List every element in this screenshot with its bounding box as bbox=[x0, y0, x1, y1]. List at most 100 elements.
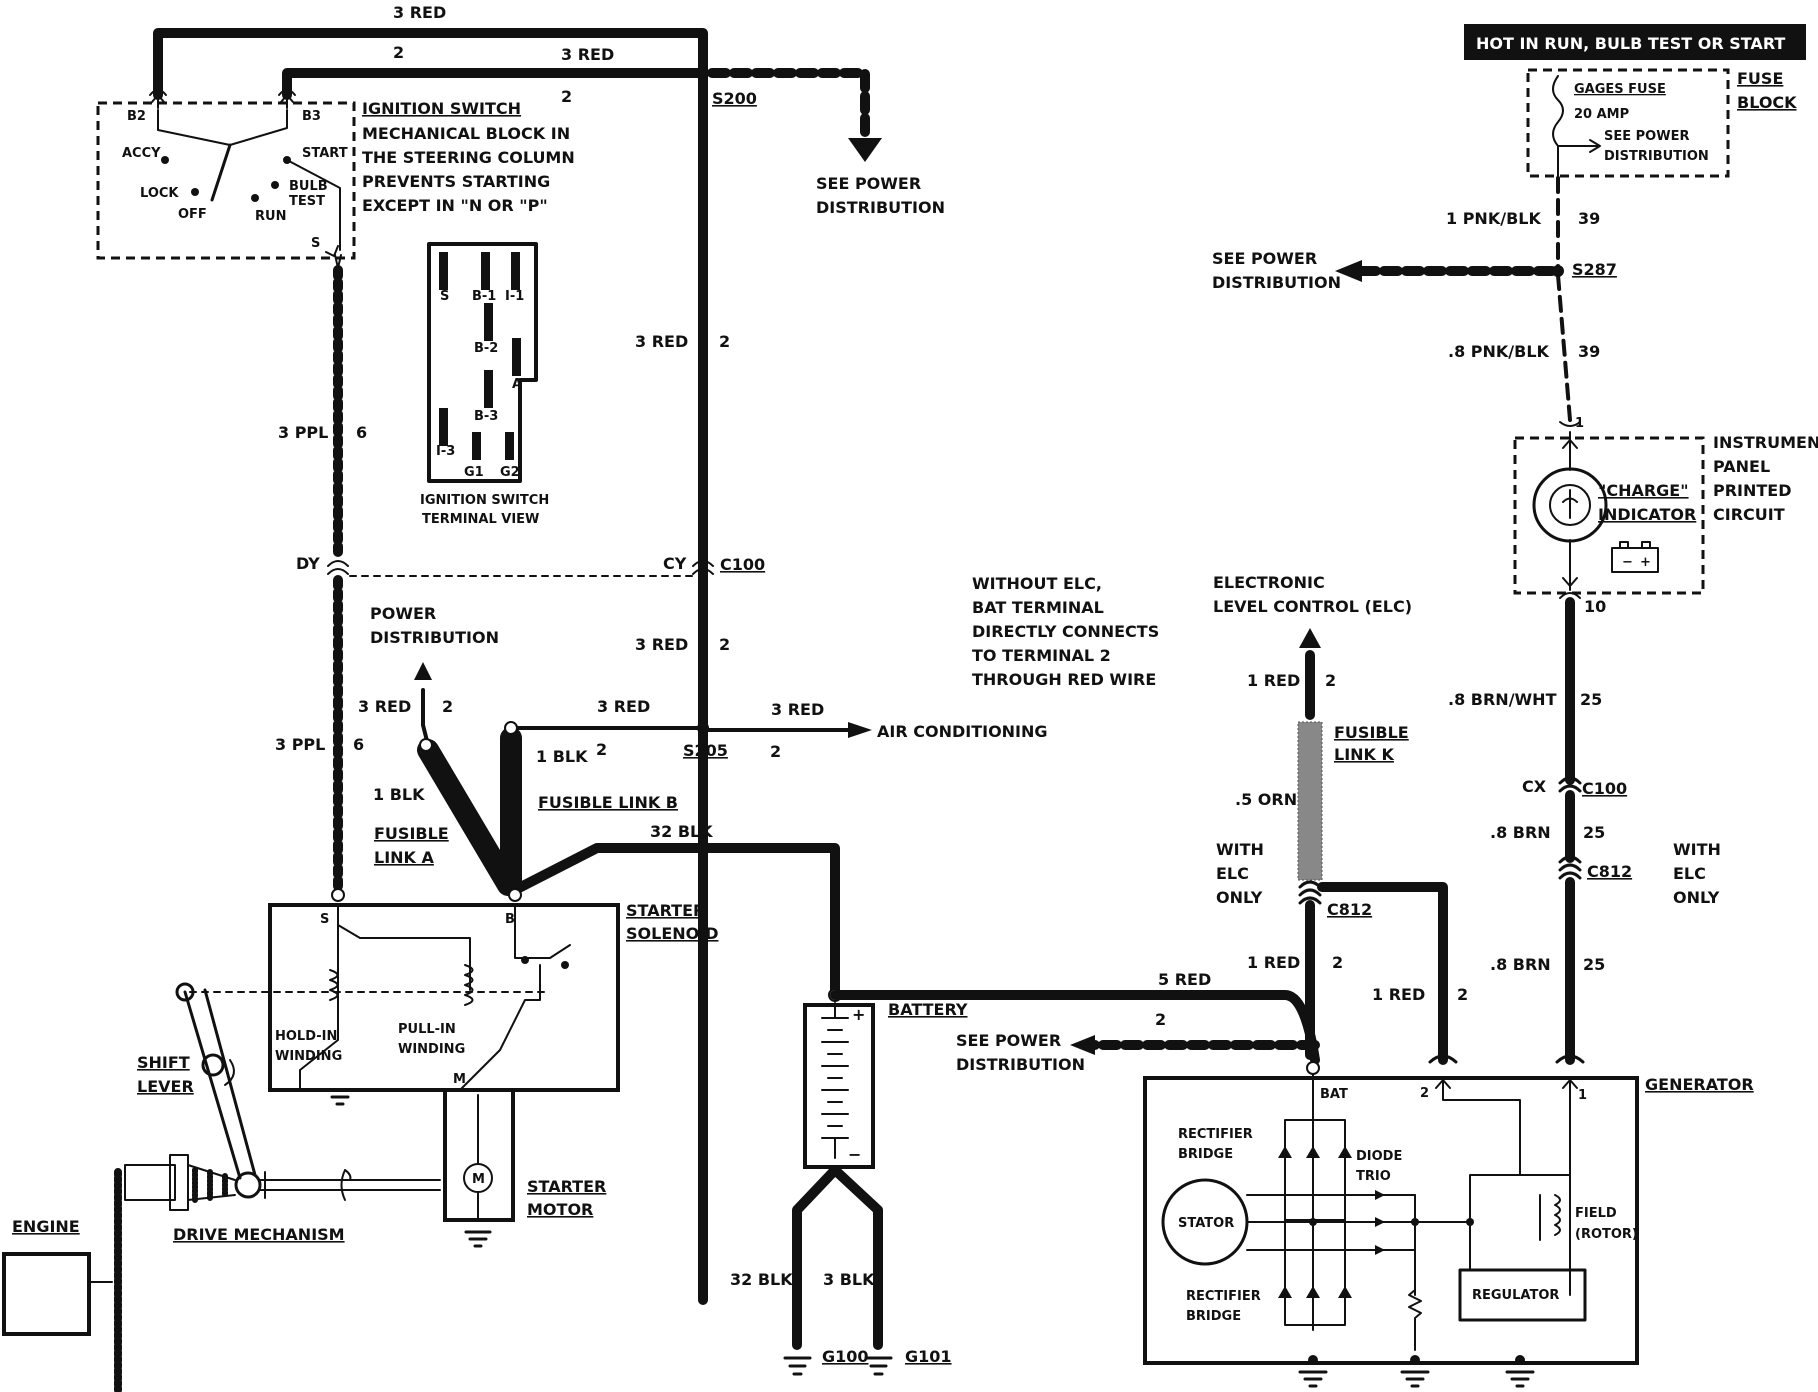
elc-2-c: 2 bbox=[1457, 985, 1468, 1004]
without-elc-3: DIRECTLY CONNECTS bbox=[972, 622, 1159, 641]
connector-c100-right: C100 bbox=[1582, 779, 1627, 798]
sol-s: S bbox=[320, 912, 329, 927]
wire-2-s205a: 2 bbox=[596, 740, 607, 759]
tv-s: S bbox=[440, 289, 449, 304]
field-label: FIELD bbox=[1575, 1206, 1617, 1221]
instrument-3: PRINTED bbox=[1713, 481, 1792, 500]
fuse-see-power: SEE POWER bbox=[1604, 129, 1689, 144]
with-elc-2: ELC bbox=[1216, 864, 1249, 883]
gen-t2: 2 bbox=[1420, 1086, 1429, 1101]
rotor-label: (ROTOR) bbox=[1575, 1227, 1638, 1242]
hold-in-label: HOLD-IN bbox=[275, 1029, 337, 1044]
instrument-1: INSTRUMENT bbox=[1713, 433, 1818, 452]
power-label: POWER bbox=[370, 604, 436, 623]
wire-5red: 5 RED bbox=[1158, 970, 1211, 989]
starter-solenoid: S B M HOLD-IN WINDING PULL-IN WINDING ST… bbox=[189, 888, 718, 1106]
tv-caption-1: IGNITION SWITCH bbox=[420, 493, 549, 508]
battery-icon-minus: − bbox=[1622, 555, 1633, 570]
pull-in-label: PULL-IN bbox=[398, 1022, 456, 1037]
wire-2-top-b: 2 bbox=[561, 87, 572, 106]
ignition-note-1: MECHANICAL BLOCK IN bbox=[362, 124, 570, 143]
wire-2-mid: 2 bbox=[719, 332, 730, 351]
gages-fuse-label: GAGES FUSE bbox=[1574, 82, 1666, 97]
fuse-distribution: DISTRIBUTION bbox=[1604, 149, 1709, 164]
wire-1pnkblk: 1 PNK/BLK bbox=[1446, 209, 1541, 228]
connector-cx: CX bbox=[1522, 777, 1547, 796]
elc-c812: C812 bbox=[1327, 900, 1372, 919]
elc-2: 2 bbox=[1325, 671, 1336, 690]
ign-run: RUN bbox=[255, 209, 286, 224]
sol-b: B bbox=[505, 912, 515, 927]
ign-off: OFF bbox=[178, 207, 207, 222]
wire-5orn: .5 ORN bbox=[1235, 790, 1297, 809]
wire-2-a: 2 bbox=[442, 697, 453, 716]
gen-t1: 1 bbox=[1578, 1088, 1587, 1103]
wire-3blk: 3 BLK bbox=[823, 1270, 875, 1289]
connector-c100: C100 bbox=[720, 555, 765, 574]
wire-25: 25 bbox=[1580, 690, 1602, 709]
link-k-label: LINK K bbox=[1334, 745, 1395, 764]
engine-drive: ENGINE SHIFT LEVER DRIVE MECHANISM bbox=[2, 982, 441, 1392]
wire-39-b: 39 bbox=[1578, 342, 1600, 361]
pull-winding-label: WINDING bbox=[398, 1042, 465, 1057]
wire-25-b: 25 bbox=[1583, 823, 1605, 842]
ignition-switch: B2 B3 ACCY LOCK OFF RUN START BULB TEST … bbox=[96, 28, 708, 1305]
ic-pin1: 1 bbox=[1575, 416, 1584, 431]
wire-39: 39 bbox=[1578, 209, 1600, 228]
sol-m: M bbox=[453, 1072, 466, 1087]
starter-motor-title-2: MOTOR bbox=[527, 1200, 593, 1219]
wire-1blk-a: 1 BLK bbox=[373, 785, 425, 804]
wire-3red-low: 3 RED bbox=[635, 635, 688, 654]
hold-winding-label: WINDING bbox=[275, 1049, 342, 1064]
wire-8pnkblk: .8 PNK/BLK bbox=[1448, 342, 1550, 361]
hot-in-run-banner: HOT IN RUN, BULB TEST OR START bbox=[1476, 34, 1785, 53]
distribution-1: DISTRIBUTION bbox=[816, 198, 945, 217]
wire-3red-top: 3 RED bbox=[393, 3, 446, 22]
wire-2-top: 2 bbox=[393, 43, 404, 62]
wire-2-low: 2 bbox=[719, 635, 730, 654]
wire-2-dist: 2 bbox=[1155, 1010, 1166, 1029]
tv-b1: B-1 bbox=[472, 289, 496, 304]
wire-6-b: 6 bbox=[353, 735, 364, 754]
wire-3red-mid: 3 RED bbox=[635, 332, 688, 351]
tv-i3: I-3 bbox=[436, 444, 455, 459]
ignition-note-4: EXCEPT IN "N OR "P" bbox=[362, 196, 548, 215]
ign-b3: B3 bbox=[302, 109, 321, 124]
battery-title: BATTERY bbox=[888, 1000, 968, 1019]
without-elc-4: TO TERMINAL 2 bbox=[972, 646, 1111, 665]
instrument-4: CIRCUIT bbox=[1713, 505, 1785, 524]
generator-title: GENERATOR bbox=[1645, 1075, 1754, 1094]
wire-3red-b: 3 RED bbox=[597, 697, 650, 716]
elc-1red: 1 RED bbox=[1247, 671, 1300, 690]
tv-i1: I-1 bbox=[505, 289, 524, 304]
wire-32blk: 32 BLK bbox=[650, 822, 713, 841]
distribution-2: DISTRIBUTION bbox=[1212, 273, 1341, 292]
engine-title: ENGINE bbox=[12, 1217, 80, 1236]
fusible-k-label: FUSIBLE bbox=[1334, 723, 1409, 742]
ignition-note-3: PREVENTS STARTING bbox=[362, 172, 550, 191]
tv-b3: B-3 bbox=[474, 409, 498, 424]
connector-c812-right: C812 bbox=[1587, 862, 1632, 881]
block-title: BLOCK bbox=[1737, 93, 1797, 112]
ign-test: TEST bbox=[289, 194, 325, 209]
wire-25-c: 25 bbox=[1583, 955, 1605, 974]
starter-solenoid-title-2: SOLENOID bbox=[626, 924, 718, 943]
see-power-3: SEE POWER bbox=[956, 1031, 1061, 1050]
elc-2-b: 2 bbox=[1332, 953, 1343, 972]
with-elc-3: ONLY bbox=[1216, 888, 1263, 907]
generator: GENERATOR BAT 2 1 STATOR REGULATOR FIELD… bbox=[1143, 1061, 1754, 1388]
starter-motor: M STARTER MOTOR bbox=[443, 1088, 606, 1248]
battery: + − BATTERY 32 BLK 3 BLK G100 G101 bbox=[730, 988, 968, 1376]
wire-3ppl: 3 PPL bbox=[278, 423, 328, 442]
fuse-block: HOT IN RUN, BULB TEST OR START GAGES FUS… bbox=[1464, 24, 1806, 178]
power-distribution-label: DISTRIBUTION bbox=[370, 628, 499, 647]
stator-label: STATOR bbox=[1178, 1216, 1234, 1231]
wire-3red-c: 3 RED bbox=[771, 700, 824, 719]
splice-s200: S200 bbox=[712, 89, 757, 108]
gen-bat: BAT bbox=[1320, 1087, 1348, 1102]
ic-pin10: 10 bbox=[1584, 597, 1606, 616]
wire-3red-a: 3 RED bbox=[358, 697, 411, 716]
battery-plus: + bbox=[852, 1005, 865, 1024]
wire-3red-top-b: 3 RED bbox=[561, 45, 614, 64]
charge-label: "CHARGE" bbox=[1598, 481, 1689, 500]
